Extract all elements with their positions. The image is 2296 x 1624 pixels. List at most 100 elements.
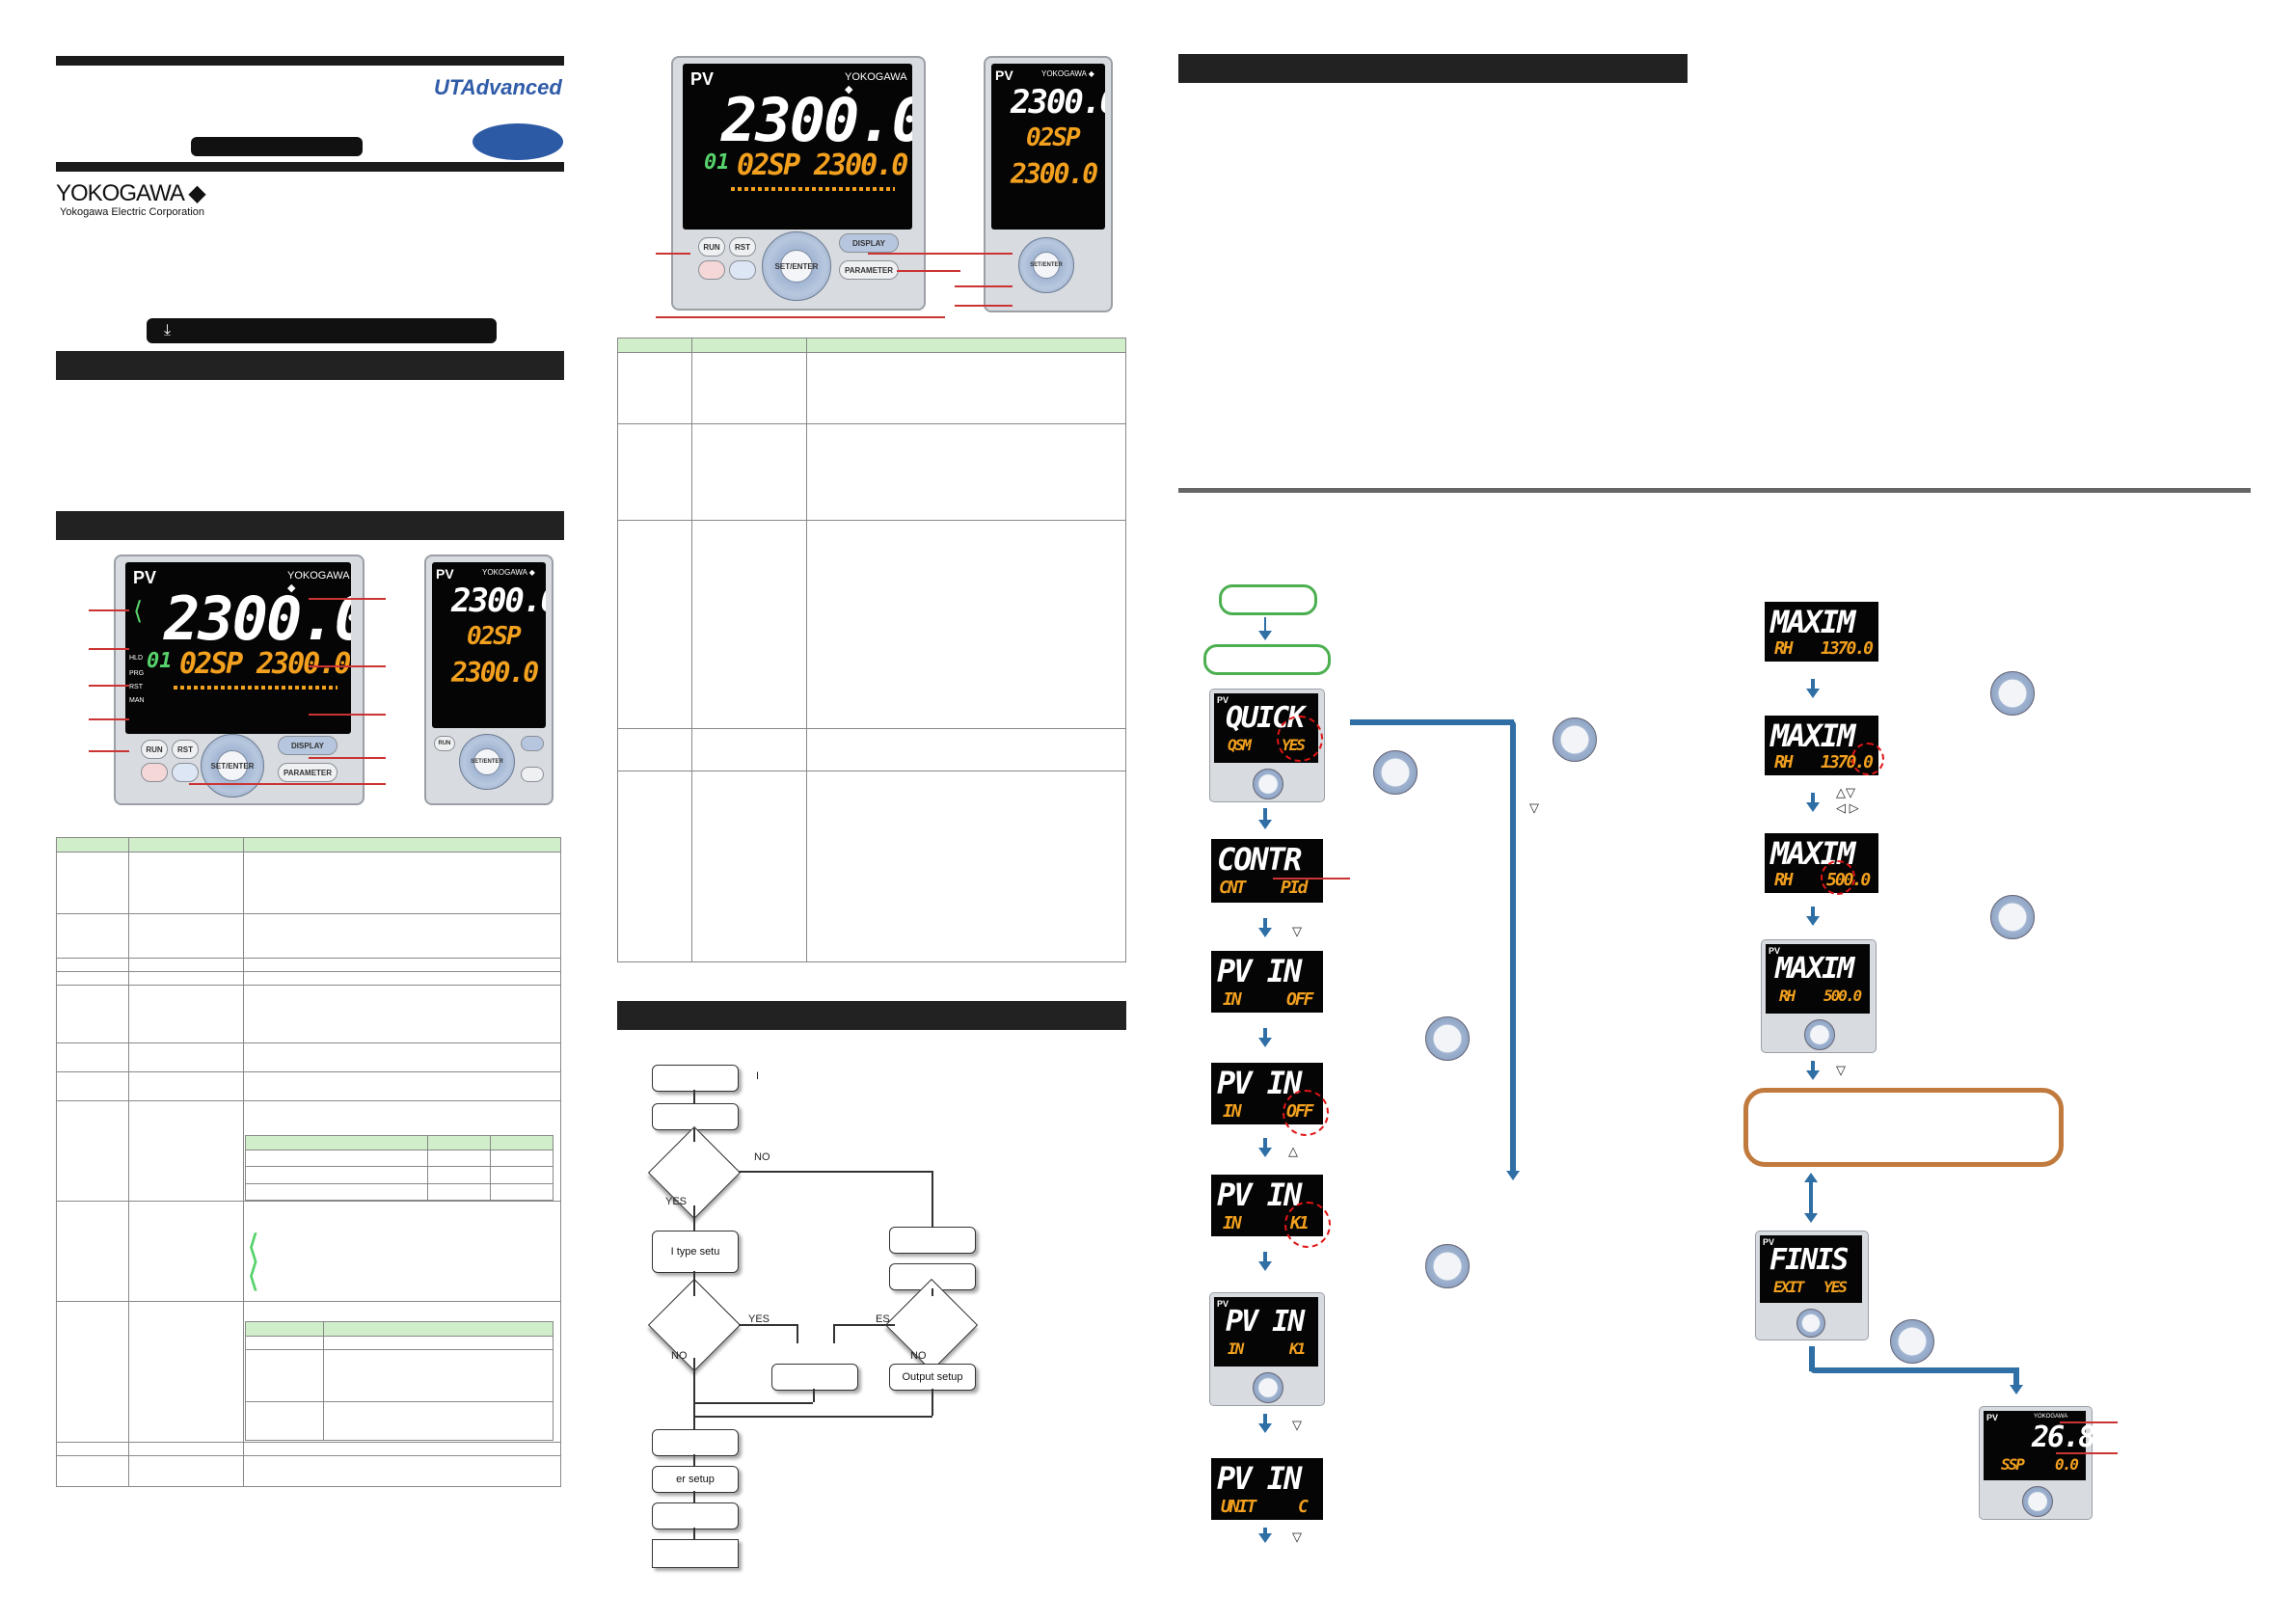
flow-connector (833, 1324, 835, 1343)
run-button[interactable]: RUN (698, 237, 725, 257)
info-box (1743, 1088, 2064, 1167)
set-enter-wheel[interactable]: SET/ENTER (762, 231, 831, 301)
pvin-b1: IN (1223, 1213, 1242, 1233)
set-enter-key-icon[interactable] (1425, 1016, 1470, 1061)
product-logo: UTAdvanced (434, 75, 562, 99)
flow-connector (932, 1171, 933, 1227)
contr-b2: PId (1281, 878, 1308, 898)
run-button[interactable]: RUN (434, 736, 455, 751)
flow-connector (739, 1171, 932, 1173)
blink-indicator (1821, 860, 1855, 895)
company-name: Yokogawa Electric Corporation (60, 206, 205, 218)
set-enter-key-icon[interactable] (1990, 895, 2035, 939)
device-finish-screen: PV FINIS EXIT YES (1755, 1231, 1869, 1340)
device-maxim-screen: PV MAXIM RH 500.0 (1761, 939, 1877, 1053)
set-enter-button[interactable]: SET/ENTER (211, 750, 254, 781)
flow-arrow-head (1806, 689, 1820, 698)
set-enter-button[interactable]: SET/ENTER (1030, 252, 1063, 279)
set-enter-button[interactable]: SET/ENTER (775, 250, 818, 283)
section-header-4 (1178, 54, 1688, 83)
top-rule (56, 56, 564, 66)
flow-connector (813, 1389, 815, 1402)
blink-indicator (1284, 1202, 1331, 1248)
callout-line (955, 285, 1013, 287)
set-enter-button[interactable]: SET/ENTER (471, 748, 503, 775)
title-pill (191, 137, 363, 156)
section-header-2 (56, 511, 564, 540)
unit-b2: C (1298, 1497, 1309, 1517)
pv-display-small: 2300.0 (1011, 83, 1105, 122)
parameter-button[interactable]: PARAMETER (839, 260, 899, 280)
flow-arrow-small (1264, 617, 1266, 635)
bar-graph (174, 686, 338, 690)
download-icon: ⤓ (164, 322, 172, 338)
flow-connector (932, 1389, 933, 1416)
run-button[interactable]: RUN (141, 740, 168, 759)
flow-box-middle (771, 1364, 858, 1391)
set-enter-key-icon[interactable] (1373, 750, 1418, 795)
finis-top: FINIS (1769, 1243, 1849, 1277)
device-pvin-screen: PV PV IN IN K1 (1209, 1292, 1325, 1406)
set-enter-button[interactable] (1804, 1019, 1835, 1050)
flow-connector (693, 1528, 695, 1539)
set-enter-wheel[interactable]: SET/ENTER (1018, 237, 1074, 293)
set-enter-wheel[interactable]: SET/ENTER (459, 734, 515, 790)
green-chevron-icon: ⟨ (133, 596, 144, 625)
display-button[interactable] (521, 736, 544, 751)
pv-label: PV (1763, 1237, 1775, 1247)
parameter-button[interactable] (521, 767, 544, 782)
maxim-b1: RH (1774, 638, 1794, 659)
flow-connector (693, 1491, 695, 1502)
download-pill[interactable]: ⤓ (147, 318, 497, 343)
parameter-button[interactable]: PARAMETER (278, 763, 338, 782)
second-pill (1203, 644, 1331, 675)
blink-indicator (1283, 1090, 1329, 1136)
final-sp: 0.0 (2055, 1455, 2079, 1474)
flow-arrow-head (1258, 1148, 1272, 1157)
flow-connector (693, 1271, 695, 1296)
flow-box-type-setup: I type setu (652, 1231, 739, 1273)
flow-arrow-head (1258, 1533, 1272, 1543)
set-enter-button[interactable] (1253, 1372, 1283, 1403)
pvin-top: PV IN (1226, 1305, 1305, 1339)
set-enter-button[interactable] (1796, 1309, 1825, 1338)
status-01: 01 (147, 649, 173, 673)
set-enter-key-icon[interactable] (1553, 717, 1597, 762)
set-enter-button[interactable] (2022, 1486, 2053, 1517)
pvin-b1: IN (1223, 989, 1242, 1010)
mini-screen: PV MAXIM RH 500.0 (1766, 944, 1870, 1014)
brand-label: YOKOGAWA ◆ (845, 71, 906, 95)
flow-no-1: NO (754, 1151, 770, 1163)
callout-line (89, 685, 129, 687)
display-button[interactable]: DISPLAY (278, 736, 338, 755)
pvin-b1: IN (1228, 1340, 1244, 1358)
brand-label: YOKOGAWA ◆ (1041, 69, 1094, 78)
green-chevron-icon: ⟨⟨ (247, 1229, 260, 1294)
set-enter-key-icon[interactable] (1890, 1319, 1934, 1364)
indicator-man: MAN (129, 697, 145, 704)
set-enter-key-icon[interactable] (1425, 1244, 1470, 1288)
flow-arrow (1811, 679, 1815, 690)
maxim-top: MAXIM (1770, 717, 1855, 754)
flow-connector (693, 1416, 932, 1418)
mid-rule (56, 162, 564, 172)
rst-button[interactable]: RST (729, 237, 756, 257)
pvin-b2: K1 (1289, 1340, 1306, 1358)
display-button[interactable]: DISPLAY (839, 233, 899, 253)
flow-connector (693, 1128, 695, 1142)
brand-label: YOKOGAWA (2034, 1414, 2068, 1420)
set-enter-wheel[interactable]: SET/ENTER (201, 734, 264, 798)
mode-button[interactable] (141, 763, 168, 782)
flow-path-vertical (1510, 719, 1516, 1173)
mode-button[interactable] (698, 260, 725, 280)
set-enter-key-icon[interactable] (1990, 671, 2035, 716)
callout-line (868, 253, 960, 255)
pvin-top: PV IN (1217, 953, 1302, 989)
set-enter-button[interactable] (1253, 769, 1283, 799)
fn-button[interactable] (729, 260, 756, 280)
flow-connector (693, 1205, 695, 1231)
rst-button[interactable]: RST (172, 740, 199, 759)
fn-button[interactable] (172, 763, 199, 782)
mini-screen: PV PV IN IN K1 (1214, 1297, 1318, 1367)
flow-connector (693, 1090, 695, 1103)
